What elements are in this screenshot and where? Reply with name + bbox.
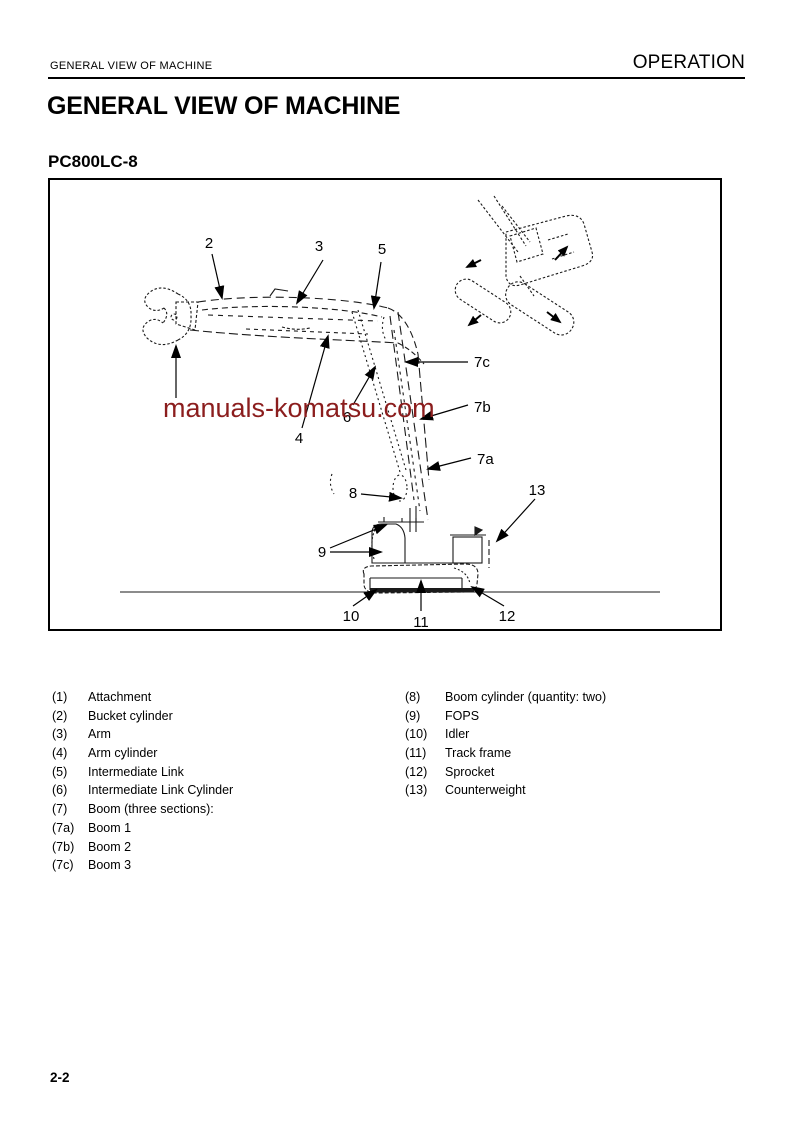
parts-list-item: (7a) Boom 1 <box>52 819 397 838</box>
callout-label-7c: 7c <box>474 354 490 371</box>
inset-machine-sketch <box>454 195 594 336</box>
callout-label-11: 11 <box>413 614 429 629</box>
callout-label-2: 2 <box>205 235 213 252</box>
callout-arrow-5 <box>370 261 382 310</box>
callout-label-12: 12 <box>499 608 516 625</box>
callout-label-7a: 7a <box>477 451 494 468</box>
part-number: (7c) <box>52 858 74 873</box>
part-number: (7b) <box>52 839 75 854</box>
model-heading: PC800LC-8 <box>48 152 138 171</box>
callout-arrow-6 <box>352 365 377 406</box>
part-label: Arm <box>88 727 111 742</box>
callout-label-3: 3 <box>315 238 323 255</box>
callout-arrow-12 <box>470 585 505 607</box>
callout-arrow-8 <box>360 491 403 502</box>
callout-label-4: 4 <box>295 430 303 447</box>
part-label: FOPS <box>445 708 480 723</box>
callout-arrow-13 <box>495 498 536 543</box>
part-label: Boom 3 <box>88 858 132 873</box>
parts-list-item: (5) Intermediate Link <box>52 763 397 782</box>
part-number: (6) <box>52 783 68 798</box>
part-number: (8) <box>405 690 421 704</box>
part-number: (11) <box>405 746 427 761</box>
callout-arrow-10 <box>352 588 378 607</box>
callout-label-10: 10 <box>343 608 360 625</box>
attachment-grapple-sketch <box>142 287 192 346</box>
part-number: (4) <box>52 746 68 761</box>
part-label: Arm cylinder <box>88 746 158 761</box>
part-number: (5) <box>52 764 68 779</box>
part-label: Bucket cylinder <box>88 708 173 723</box>
watermark-text: manuals-komatsu.com <box>163 393 435 423</box>
part-label: Intermediate Link <box>88 764 184 779</box>
part-number: (3) <box>52 727 68 742</box>
callout-label-13: 13 <box>529 482 546 499</box>
upper-structure-sketch <box>371 506 490 568</box>
part-number: (7a) <box>52 820 75 835</box>
callout-label-6: 6 <box>343 409 351 426</box>
callout-arrows <box>171 253 536 611</box>
header-chapter-label: OPERATION <box>632 52 745 73</box>
part-number: (10) <box>405 727 428 742</box>
parts-list-left: (1) Attachment (2) Bucket cylinder (3) Arm … <box>52 688 397 875</box>
part-label: Attachment <box>88 690 152 704</box>
callout-labels: 2 3 5 4 6 7c 7b 7a 8 13 9 10 11 12 <box>205 235 546 629</box>
part-label: Idler <box>445 727 470 742</box>
parts-list-item: (11) Track frame <box>405 744 750 763</box>
parts-list-item: (9) FOPS <box>405 707 750 726</box>
callout-arrow-3 <box>295 259 324 305</box>
parts-list-item: (4) Arm cylinder <box>52 744 397 763</box>
part-label: Boom (three sections): <box>88 802 214 817</box>
machine-figure-frame: 2 3 5 4 6 7c 7b 7a 8 13 9 10 11 12 manua… <box>48 178 722 631</box>
callout-arrow-9a <box>329 524 388 549</box>
page-title: GENERAL VIEW OF MACHINE <box>47 92 401 120</box>
callout-label-8: 8 <box>349 485 357 502</box>
callout-arrow-2 <box>211 253 225 300</box>
part-number: (7) <box>52 802 68 817</box>
callout-label-9: 9 <box>318 544 326 561</box>
page-number: 2-2 <box>50 1070 70 1085</box>
part-number: (13) <box>405 783 428 798</box>
parts-list-item: (7) Boom (three sections): <box>52 800 397 819</box>
part-number: (2) <box>52 708 68 723</box>
part-label: Sprocket <box>445 764 495 779</box>
part-label: Intermediate Link Cylinder <box>88 783 234 798</box>
part-label: Boom 2 <box>88 839 132 854</box>
part-label: Track frame <box>445 746 512 761</box>
callout-arrow-7a <box>426 457 472 471</box>
arm-sketch <box>175 288 425 365</box>
parts-list-item: (7b) Boom 2 <box>52 838 397 857</box>
inset-direction-arrows <box>465 245 569 327</box>
header-section-label: GENERAL VIEW OF MACHINE <box>50 60 213 72</box>
parts-list-right: (8) Boom cylinder (quantity: two) (9) FOPS… <box>405 688 750 800</box>
part-number: (1) <box>52 690 68 704</box>
parts-list-item: (10) Idler <box>405 725 750 744</box>
callout-label-7b: 7b <box>474 399 491 416</box>
part-number: (12) <box>405 764 428 779</box>
parts-list-item: (1) Attachment <box>52 688 397 707</box>
callout-arrow-7b <box>419 404 469 421</box>
parts-list-item: (3) Arm <box>52 725 397 744</box>
parts-list-item: (13) Counterweight <box>405 781 750 800</box>
excavator-diagram: 2 3 5 4 6 7c 7b 7a 8 13 9 10 11 12 manua… <box>120 195 660 629</box>
parts-list-item: (12) Sprocket <box>405 763 750 782</box>
callout-label-5: 5 <box>378 241 386 258</box>
part-number: (9) <box>405 708 421 723</box>
part-label: Boom 1 <box>88 820 132 835</box>
parts-list-item: (2) Bucket cylinder <box>52 707 397 726</box>
header-rule <box>48 77 745 79</box>
parts-list-item: (6) Intermediate Link Cylinder <box>52 781 397 800</box>
parts-list-item: (8) Boom cylinder (quantity: two) <box>405 688 750 707</box>
parts-list-item: (7c) Boom 3 <box>52 856 397 875</box>
part-label: Counterweight <box>445 783 526 798</box>
part-label: Boom cylinder (quantity: two) <box>445 690 607 704</box>
callout-arrow-4 <box>301 334 330 429</box>
